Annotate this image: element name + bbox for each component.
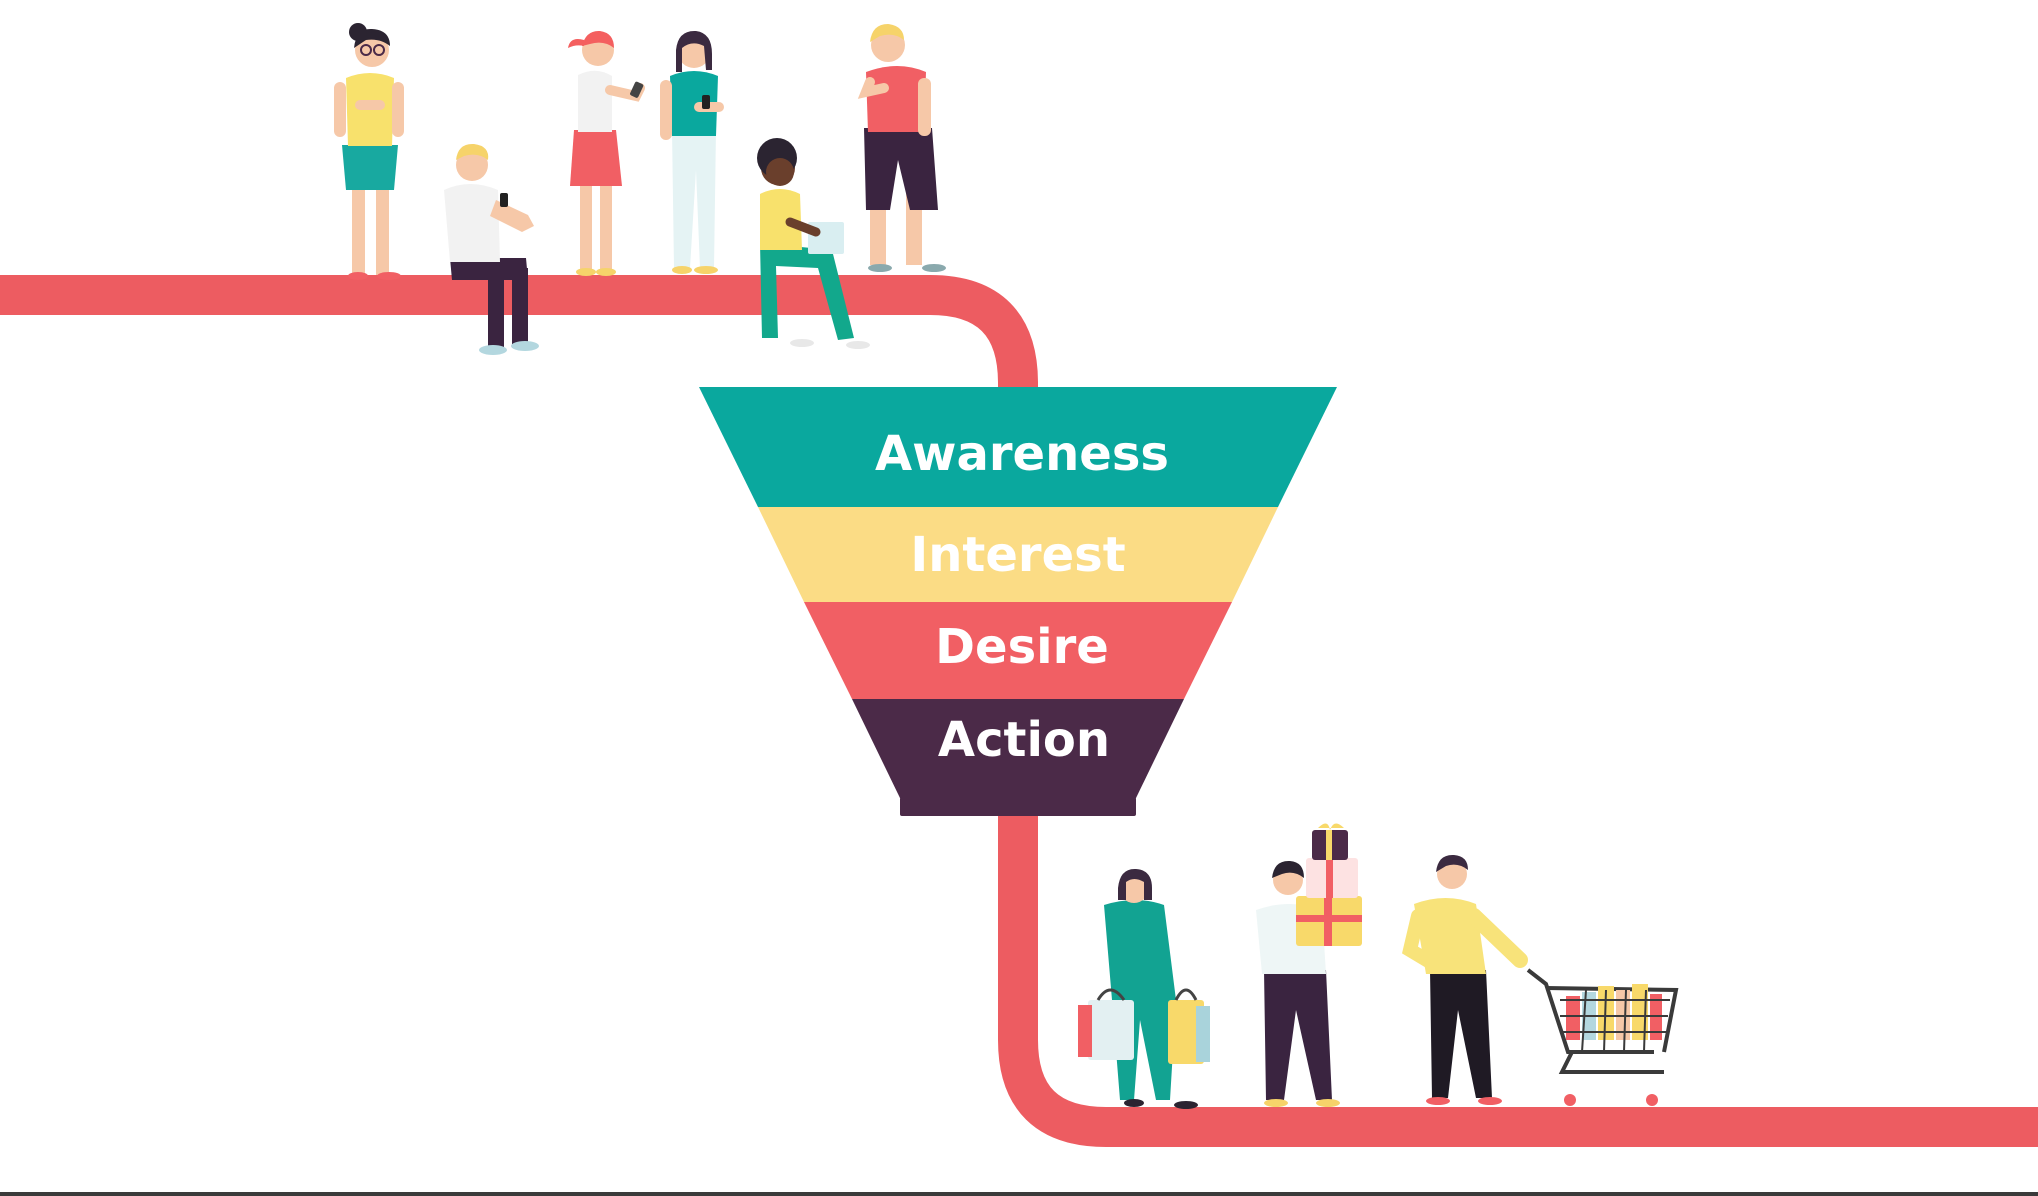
- woman-with-ponytail-and-phone: [568, 31, 644, 276]
- woman-with-phone: [660, 31, 724, 274]
- man-thinking: [864, 24, 946, 272]
- funnel: Awareness Interest Desire Action: [699, 387, 1337, 816]
- woman-with-shopping-bags: [1078, 869, 1210, 1109]
- shopping-cart-icon: [1528, 970, 1676, 1106]
- man-carrying-gift-boxes: [1256, 823, 1362, 1107]
- stage-label-interest: Interest: [910, 527, 1125, 583]
- stage-label-action: Action: [938, 712, 1110, 768]
- man-sitting-with-phone: [444, 144, 539, 355]
- woman-with-glasses-thinking: [334, 23, 404, 280]
- bottom-border: [0, 1192, 2038, 1196]
- funnel-spout: [900, 797, 1136, 816]
- man-pushing-shopping-cart: [1410, 855, 1676, 1106]
- stage-label-awareness: Awareness: [875, 426, 1169, 482]
- woman-sitting-with-laptop: [757, 138, 870, 349]
- stage-label-desire: Desire: [935, 619, 1109, 675]
